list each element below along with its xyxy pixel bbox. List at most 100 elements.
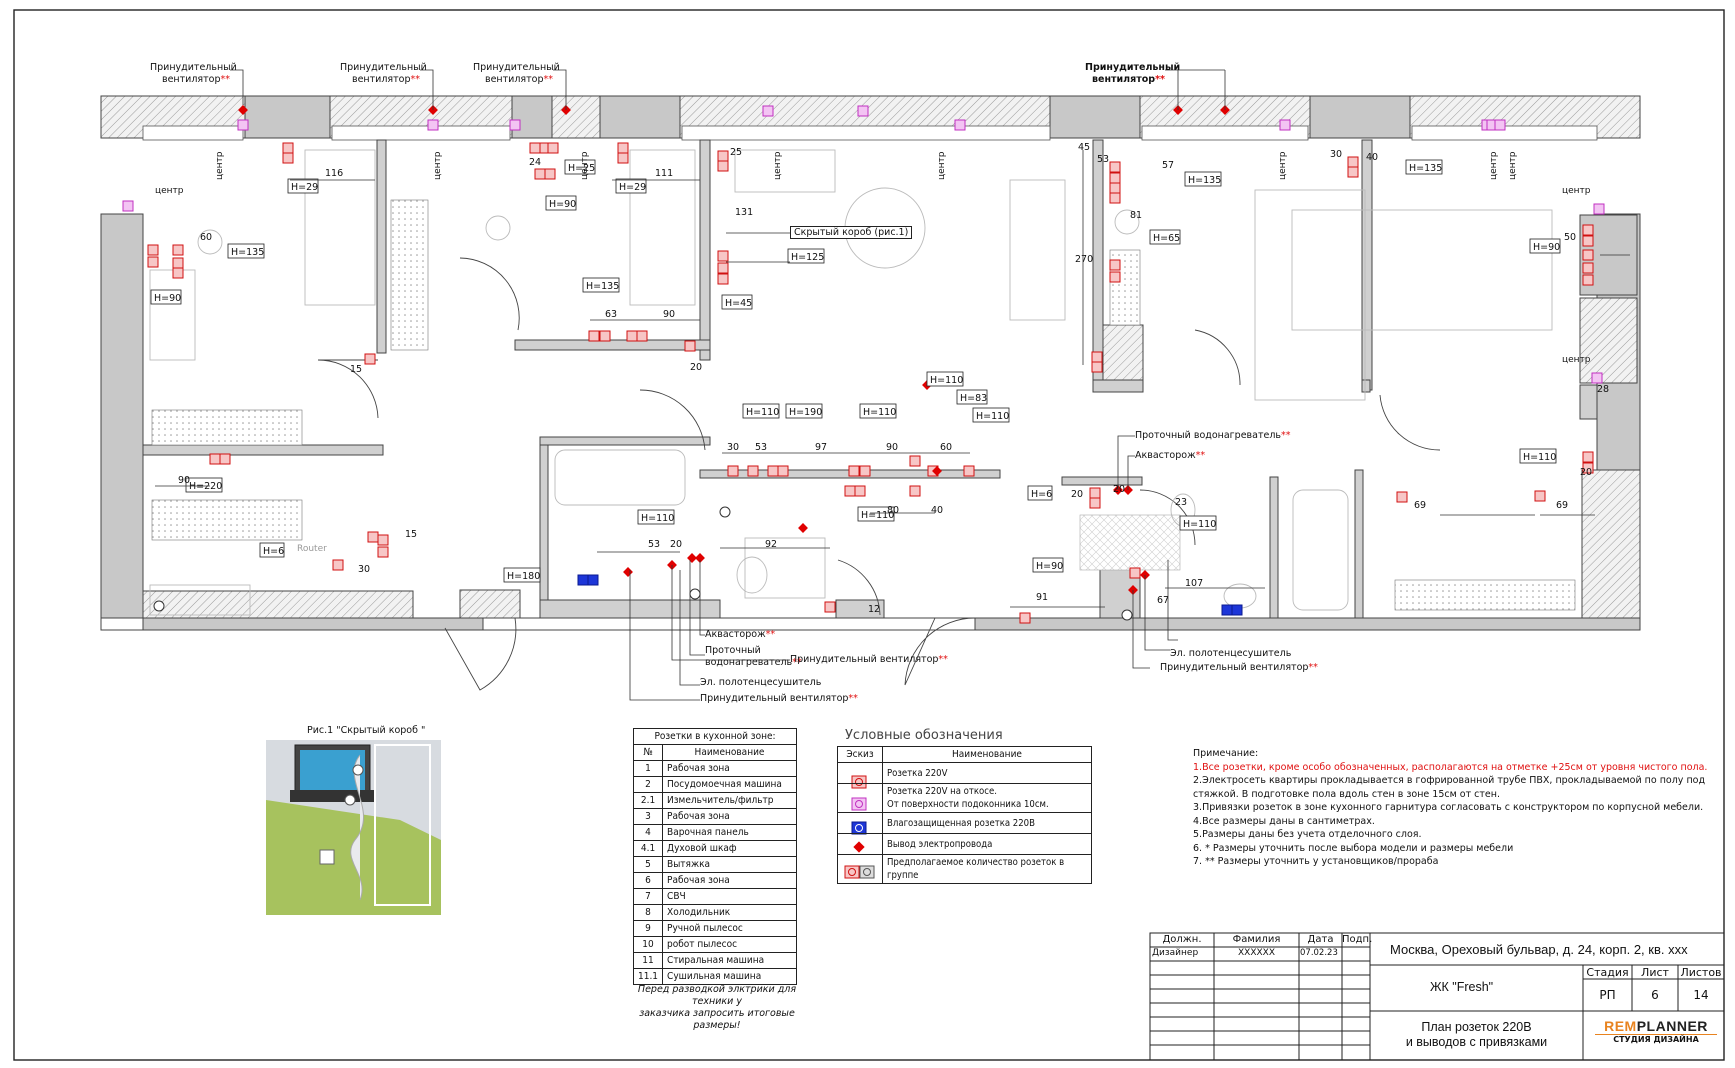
dimension-label: 30 — [1330, 149, 1342, 160]
dimension-label: 40 — [1366, 152, 1378, 163]
kitchen-row-no: 4.1 — [632, 840, 664, 857]
logo: REMPLANNER СТУДИЯ ДИЗАЙНА — [1595, 1018, 1717, 1044]
dimension-label: 91 — [1036, 592, 1048, 603]
kitchen-row-name: Рабочая зона — [662, 872, 797, 889]
outlet-icon — [172, 244, 184, 256]
dimension-label: 90 — [663, 309, 675, 320]
outlet-icon — [717, 273, 729, 285]
outlet-icon — [909, 455, 921, 467]
height-label-box — [503, 567, 541, 583]
outlet-icon — [844, 485, 856, 497]
tb-complex: ЖК "Fresh" — [1430, 980, 1494, 994]
height-label: H=110 — [930, 375, 963, 386]
outlet-icon — [367, 531, 379, 543]
window-outlet-icon — [1494, 119, 1506, 131]
legend-row-name: Вывод электропровода — [882, 833, 1092, 855]
outlet-icon — [1582, 462, 1594, 474]
dimension-label: 20 — [1071, 489, 1083, 500]
outlet-icon — [1109, 161, 1121, 173]
vent-text: Принудительный вентилятор — [1160, 662, 1309, 673]
height-label: H=110 — [1183, 519, 1216, 530]
outlet-icon — [1091, 361, 1103, 373]
outlet-icon — [1109, 271, 1121, 283]
legend-row: Предполагаемое количество розеток в груп… — [837, 854, 1092, 884]
height-label: H=90 — [1036, 561, 1063, 572]
dimension-label: 50 — [1564, 232, 1576, 243]
dimension-label: 20 — [1113, 484, 1125, 495]
vent-stars: ** — [410, 74, 421, 85]
kitchen-row-no: 11.1 — [632, 968, 664, 985]
outlet-icon — [599, 330, 611, 342]
kitchen-col-name: Наименование — [662, 744, 797, 761]
apartment-plan — [100, 95, 1641, 691]
outlet-icon — [684, 340, 696, 352]
kitchen-row-name: Посудомоечная машина — [662, 776, 797, 793]
height-label: H=90 — [154, 293, 181, 304]
dimension-label: 25 — [730, 147, 742, 158]
dimension-label: 30 — [358, 564, 370, 575]
title-block-grid — [1149, 932, 1725, 1061]
note-item: 4.Все размеры даны в сантиметрах. — [1193, 815, 1375, 827]
dimension-label: 20 — [690, 362, 702, 373]
hidden-box-illustration — [266, 740, 441, 915]
outlet-icon — [963, 465, 975, 477]
waterproof-outlet-markers — [577, 574, 1243, 616]
vent-callout-1: Принудительный вентилятор** — [150, 62, 237, 86]
height-label: H=135 — [231, 247, 264, 258]
height-label-box — [545, 195, 577, 211]
outlet-icon — [1347, 166, 1359, 178]
wire-outlet-icon — [798, 523, 808, 533]
water-heater-stars: ** — [792, 657, 802, 668]
kitchen-row-name: Рабочая зона — [662, 808, 797, 825]
aquastop-text: Аквасторож — [705, 629, 766, 640]
vent-stars: ** — [1308, 662, 1318, 673]
callout-leaders — [230, 69, 1226, 701]
window-outlet-icon — [857, 105, 869, 117]
outlet-icon — [588, 330, 600, 342]
vent-callout-5: Принудительный вентилятор** — [790, 654, 948, 665]
vent-line2: вентилятор — [484, 74, 544, 85]
height-label: H=90 — [549, 199, 576, 210]
tb-sheet: 6 — [1651, 988, 1659, 1002]
furniture — [149, 149, 1553, 616]
dimension-label: 60 — [940, 442, 952, 453]
outlet-icon — [727, 465, 739, 477]
outlet-icon — [626, 330, 638, 342]
dimension-label: 80 — [887, 505, 899, 516]
vent-callout-2: Принудительный вентилятор** — [340, 62, 427, 86]
kitchen-row-no: 2.1 — [632, 792, 664, 809]
height-label: H=6 — [1031, 489, 1052, 500]
dimension-label: 53 — [648, 539, 660, 550]
dimension-label: 111 — [655, 168, 673, 179]
tb-h-sign: Подп. — [1342, 934, 1373, 945]
wire-outlet-icon — [238, 105, 248, 115]
height-label-box — [972, 407, 1010, 423]
fig1-caption: Рис.1 "Скрытый короб " — [307, 725, 426, 736]
water-heater-callout: Проточный водонагреватель** — [1135, 430, 1291, 441]
height-label-box — [564, 159, 596, 175]
outlet-icon — [1109, 172, 1121, 184]
dimension-label: 60 — [200, 232, 212, 243]
height-label-box — [615, 178, 647, 194]
height-label: H=110 — [1523, 452, 1556, 463]
tb-h-sheet: Лист — [1641, 966, 1669, 979]
dimension-label: 15 — [350, 364, 362, 375]
notes-block: Примечание: 1.Все розетки, кроме особо о… — [1193, 747, 1707, 869]
height-label-box — [857, 506, 895, 522]
dimension-label: 12 — [868, 604, 880, 615]
height-label: H=90 — [1533, 242, 1560, 253]
kitchen-row-name: Рабочая зона — [662, 760, 797, 777]
height-label: H=180 — [507, 571, 540, 582]
center-label: центр — [1562, 355, 1591, 365]
height-label-box — [259, 542, 285, 558]
outlet-icon — [172, 267, 184, 279]
water-heater-line1: Проточный — [705, 645, 761, 656]
kitchen-footnote-1: Перед разводкой элктрики для техники у — [637, 984, 797, 1007]
vent-line1: Принудительный — [340, 62, 427, 73]
